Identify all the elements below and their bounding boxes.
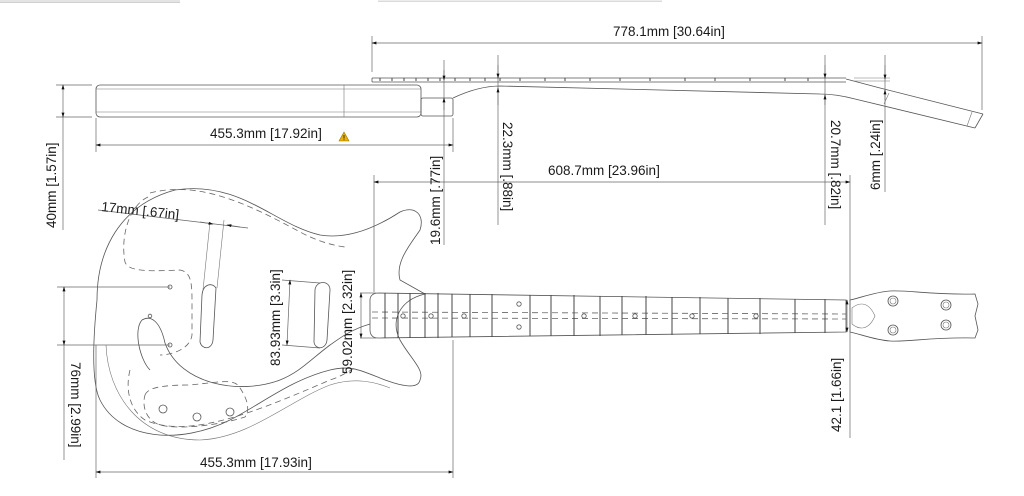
neck-heel-depth-label: 19.6mm [.77in]: [428, 156, 443, 245]
warning-triangle-icon: [338, 131, 350, 142]
body-thickness-label: 40mm [1.57in]: [44, 142, 59, 228]
side-body-length-label: 455.3mm [17.92in]: [210, 126, 322, 141]
side-view: [95, 77, 984, 129]
front-body-length-label: 455.3mm [17.93in]: [200, 455, 312, 470]
headstock-thickness-label: 6mm [.24in]: [868, 119, 883, 190]
overall-length-label: 778.1mm [30.64in]: [613, 24, 725, 39]
control-plate: [143, 381, 249, 428]
body-outline: [93, 188, 427, 436]
front-view: [93, 188, 979, 441]
pickup-spacing-label: 83.93mm [3.3in]: [268, 269, 283, 366]
window-edge-left: [0, 0, 180, 3]
side-fret-ticks: [379, 78, 809, 81]
neck-depth-first-fret-label: 22.3mm [.88in]: [500, 122, 515, 211]
dimension-lines: [56, 36, 983, 478]
nut-width-label: 42.1 [1.66in]: [829, 358, 844, 432]
fretboard-outline: [369, 292, 847, 339]
fret-lines: [384, 293, 826, 338]
neck-heel-width-label: 59.02mm [2.32in]: [340, 270, 355, 374]
bridge-pickup: [199, 284, 217, 349]
pickup-width-label: 17mm [.67in]: [101, 199, 180, 222]
scale-length-label: 608.7mm [23.96in]: [548, 163, 660, 178]
fret-markers: [400, 301, 759, 330]
window-edge-mid: [378, 0, 662, 2]
dimension-labels: 778.1mm [30.64in] 455.3mm [17.92in] 40mm…: [44, 24, 883, 470]
neck-pickup: [313, 282, 331, 349]
headstock-outline: [849, 290, 979, 342]
control-spacing-label: 76mm [2.99in]: [68, 362, 83, 448]
neck-depth-12th-label: 20.7mm [.82in]: [828, 120, 843, 209]
